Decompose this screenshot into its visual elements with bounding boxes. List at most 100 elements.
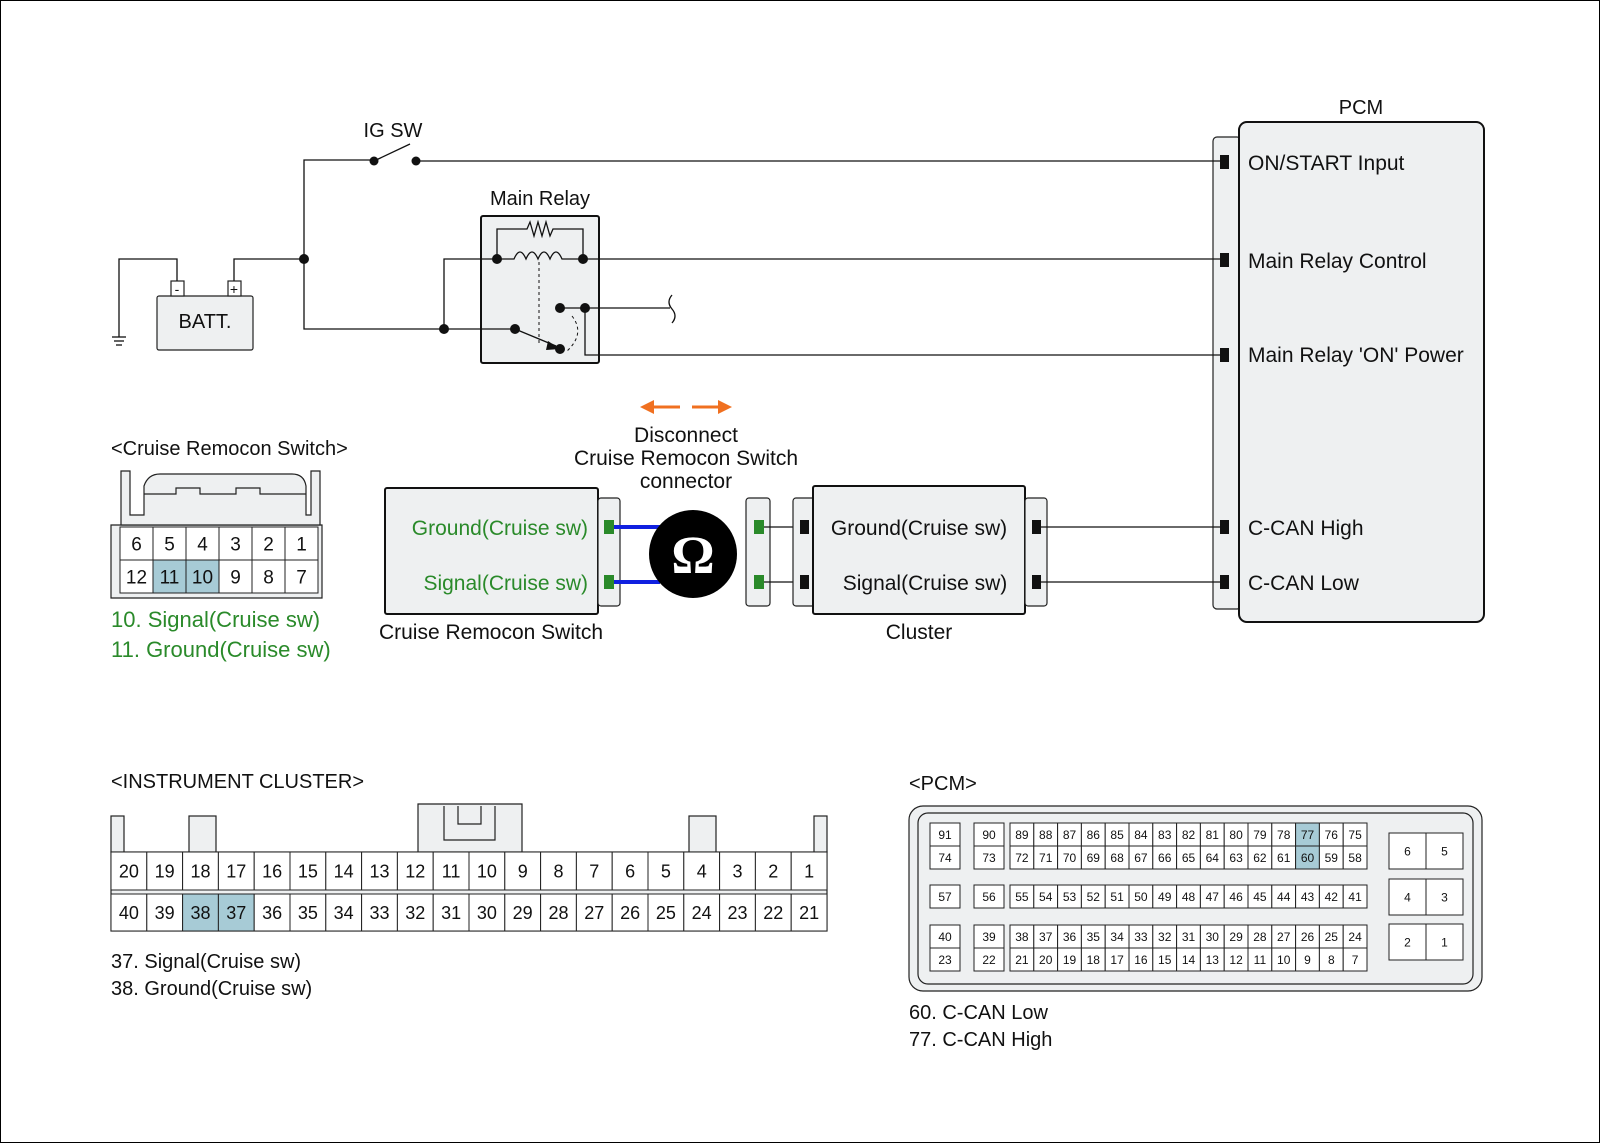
pin-number: 43 [1301,890,1315,904]
pin-number: 37 [226,903,246,923]
pcm-box [1238,121,1485,623]
pin-number: 40 [938,930,952,944]
pin-number: 24 [1348,930,1362,944]
pin-number: 38 [1015,930,1029,944]
pin-cell [361,851,398,891]
wire [303,159,374,259]
pin-number: 20 [119,861,139,881]
pin-number: 3 [732,861,742,881]
ig-switch-symbol [369,143,421,166]
pin-cell [119,526,154,561]
pin-number: 9 [1304,953,1311,967]
pin-number: 13 [369,861,389,881]
pin-number: 19 [1063,953,1077,967]
pin-number: 61 [1277,851,1291,865]
pin-cell [361,893,398,932]
pin-number: 18 [190,861,210,881]
pcm-note: 77. C-CAN High [909,1029,1052,1051]
pin-number: 69 [1087,851,1101,865]
pin-number: 7 [1352,953,1359,967]
terminal [800,575,809,589]
pin-number: 52 [1087,890,1101,904]
pin-number: 41 [1348,890,1362,904]
pin-number: 15 [298,861,318,881]
pin-number: 81 [1206,828,1220,842]
pin-number: 8 [263,567,274,588]
pin-cell [1342,845,1368,870]
pin-cell [468,893,506,932]
pin-cell [540,893,577,932]
pin-number: 55 [1015,890,1029,904]
switch-pin-label: Signal(Cruise sw) [423,572,588,595]
pin-number: 50 [1134,890,1148,904]
pcm-pin-label: Main Relay Control [1248,250,1427,273]
pin-cell [1425,832,1464,870]
pin-cell-highlighted [217,893,255,932]
pin-number: 73 [982,851,996,865]
wire-break-symbol [668,294,676,324]
pin-number: 88 [1039,828,1053,842]
terminal [800,520,809,534]
pin-number: 28 [1253,930,1267,944]
pin-cell [504,893,542,932]
pin-number: 35 [298,903,318,923]
cruise-switch-label: Cruise Remocon Switch [379,621,603,644]
pin-number: 4 [1404,890,1411,904]
cluster-pin-label: Signal(Cruise sw) [843,572,1008,595]
disconnect-note-line: Cruise Remocon Switch [574,447,798,470]
cruise-connector-title: <Cruise Remocon Switch> [111,438,348,460]
pin-number: 4 [197,534,208,555]
pin-cell [754,851,792,891]
pin-number: 16 [262,861,282,881]
pin-number: 37 [1039,930,1053,944]
pin-number: 36 [1063,930,1077,944]
pin-number: 16 [1134,953,1148,967]
pin-number: 12 [126,567,147,588]
pin-number: 9 [230,567,241,588]
main-relay-box [480,215,600,364]
pin-number: 29 [513,903,533,923]
pin-number: 32 [405,903,425,923]
pin-number: 53 [1063,890,1077,904]
pin-number: 87 [1063,828,1077,842]
pin-number: 11 [442,861,461,881]
pin-number: 2 [263,534,274,555]
pcm-connector-strip [1212,136,1242,610]
pin-number: 80 [1229,828,1243,842]
pin-number: 91 [938,828,952,842]
pin-cell [284,526,319,561]
pin-cell [1388,832,1427,870]
pin-cell [1342,947,1368,972]
wire-main-relay-on-power [584,308,1220,356]
pin-cell [253,851,291,891]
pin-number: 29 [1229,930,1243,944]
pin-cell [1388,923,1427,961]
pin-number: 38 [190,903,210,923]
pin-cell [611,851,649,891]
pin-number: 40 [119,903,139,923]
pin-number: 44 [1277,890,1291,904]
pin-number: 2 [1404,935,1411,949]
pin-number: 7 [296,567,307,588]
pin-number: 89 [1015,828,1029,842]
pcm-connector-title: <PCM> [909,773,977,795]
pin-cell [396,851,434,891]
pin-number: 8 [553,861,563,881]
pin-cell-highlighted [182,893,219,932]
pin-number: 83 [1158,828,1172,842]
pin-number: 10 [1277,953,1291,967]
pin-number: 39 [155,903,175,923]
pin-number: 30 [477,903,497,923]
terminal [604,520,614,534]
pin-number: 77 [1301,828,1315,842]
pin-cell [929,845,961,870]
pin-cell [973,845,1005,870]
disconnect-note-line: Disconnect [634,424,738,447]
pin-cell [611,893,649,932]
pin-number: 86 [1087,828,1101,842]
pin-number: 34 [1110,930,1124,944]
pin-number: 21 [1015,953,1029,967]
